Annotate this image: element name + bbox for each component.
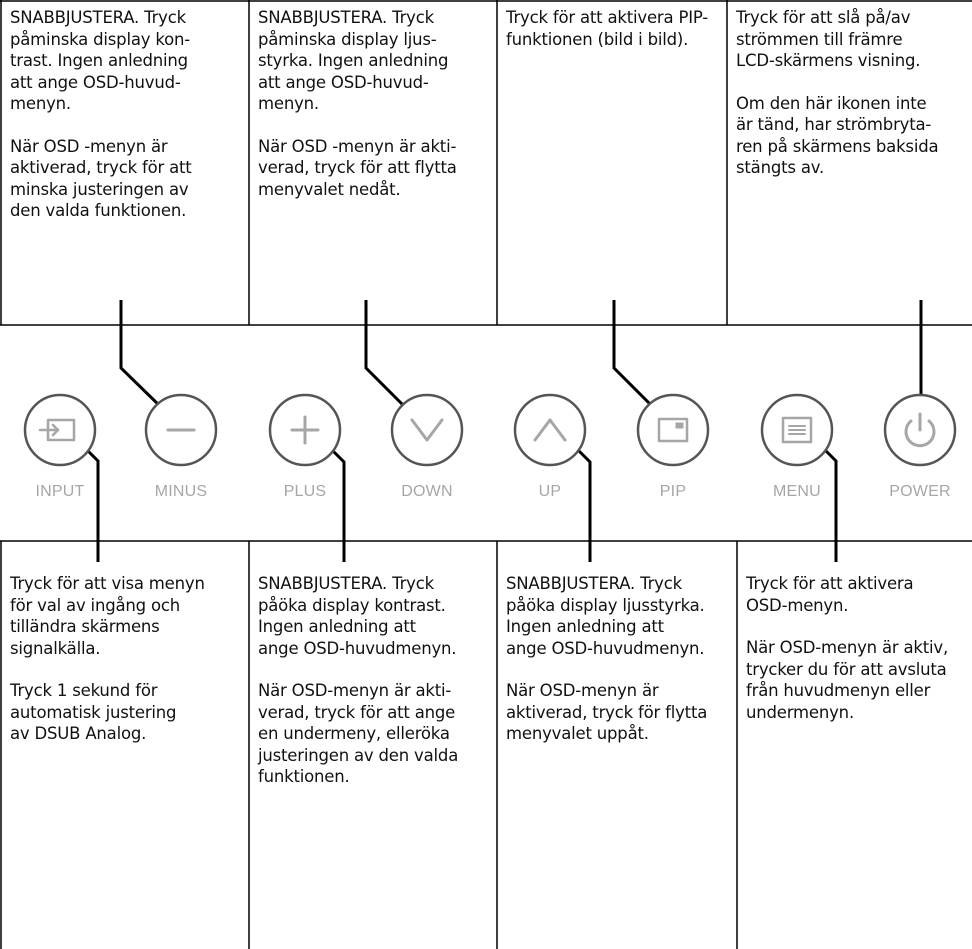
input-icon xyxy=(38,418,76,442)
callout-text: Tryck för att aktivera PIP- funktionen (… xyxy=(506,8,709,49)
leader-minus xyxy=(119,300,164,410)
leader-menu xyxy=(821,446,838,562)
callout-plus: SNABBJUSTERA. Tryck påöka display kontra… xyxy=(249,567,497,809)
callout-text: Tryck för att aktivera OSD-menyn. xyxy=(746,574,914,615)
callout-text: SNABBJUSTERA. Tryck påminska display lju… xyxy=(258,8,449,113)
power-icon xyxy=(904,412,936,448)
leader-up xyxy=(574,446,592,562)
leader-input xyxy=(83,446,100,562)
chevron-down-icon xyxy=(410,418,444,442)
input-button[interactable] xyxy=(23,393,97,467)
callout-text: När OSD-menyn är akti- verad, tryck för … xyxy=(258,681,459,786)
up-label: UP xyxy=(538,483,562,500)
input-label: INPUT xyxy=(35,483,85,500)
leader-down xyxy=(364,300,408,410)
callout-pip: Tryck för att aktivera PIP- funktionen (… xyxy=(497,1,727,71)
pip-icon xyxy=(657,417,689,443)
callout-text: När OSD -menyn är akti- verad, tryck för… xyxy=(258,136,457,199)
callout-text: Tryck 1 sekund för automatisk justering … xyxy=(10,681,177,743)
leader-lines-bottom xyxy=(83,446,838,562)
callout-text: Tryck för att slå på/av strömmen till fr… xyxy=(736,8,921,70)
callout-down: SNABBJUSTERA. Tryck påminska display lju… xyxy=(249,1,497,221)
callout-minus: SNABBJUSTERA. Tryck påminska display kon… xyxy=(1,1,249,243)
callout-text: SNABBJUSTERA. Tryck påminska display kon… xyxy=(10,8,191,113)
power-label: POWER xyxy=(889,483,951,500)
menu-icon xyxy=(781,416,813,444)
callout-up: SNABBJUSTERA. Tryck påöka display ljusst… xyxy=(497,567,737,766)
minus-label: MINUS xyxy=(154,483,208,500)
callout-input: Tryck för att visa menyn för val av ingå… xyxy=(1,567,249,766)
leader-pip xyxy=(612,300,656,410)
callout-text: SNABBJUSTERA. Tryck påöka display ljusst… xyxy=(506,574,705,658)
pip-button[interactable] xyxy=(636,393,710,467)
leader-plus xyxy=(328,446,346,562)
plus-icon xyxy=(290,415,320,445)
chevron-up-icon xyxy=(533,418,567,442)
pip-label: PIP xyxy=(659,483,687,500)
down-label: DOWN xyxy=(401,483,453,500)
callout-text: Om den här ikonen inte är tänd, har strö… xyxy=(736,93,939,178)
leader-lines-top xyxy=(119,300,923,410)
callout-text: När OSD -menyn är aktiverad, tryck för a… xyxy=(10,136,192,221)
callout-menu: Tryck för att aktivera OSD-menyn. När OS… xyxy=(737,567,972,744)
callout-text: När OSD-menyn är aktiverad, tryck för fl… xyxy=(506,681,708,743)
down-button[interactable] xyxy=(390,393,464,467)
up-button[interactable] xyxy=(513,393,587,467)
menu-label: MENU xyxy=(773,483,821,500)
callout-text: Tryck för att visa menyn för val av ingå… xyxy=(10,574,205,658)
callout-text: SNABBJUSTERA. Tryck påöka display kontra… xyxy=(258,574,457,658)
callout-power: Tryck för att slå på/av strömmen till fr… xyxy=(727,1,972,200)
plus-label: PLUS xyxy=(283,483,327,500)
callout-text: När OSD-menyn är aktiv, trycker du för a… xyxy=(746,638,949,722)
